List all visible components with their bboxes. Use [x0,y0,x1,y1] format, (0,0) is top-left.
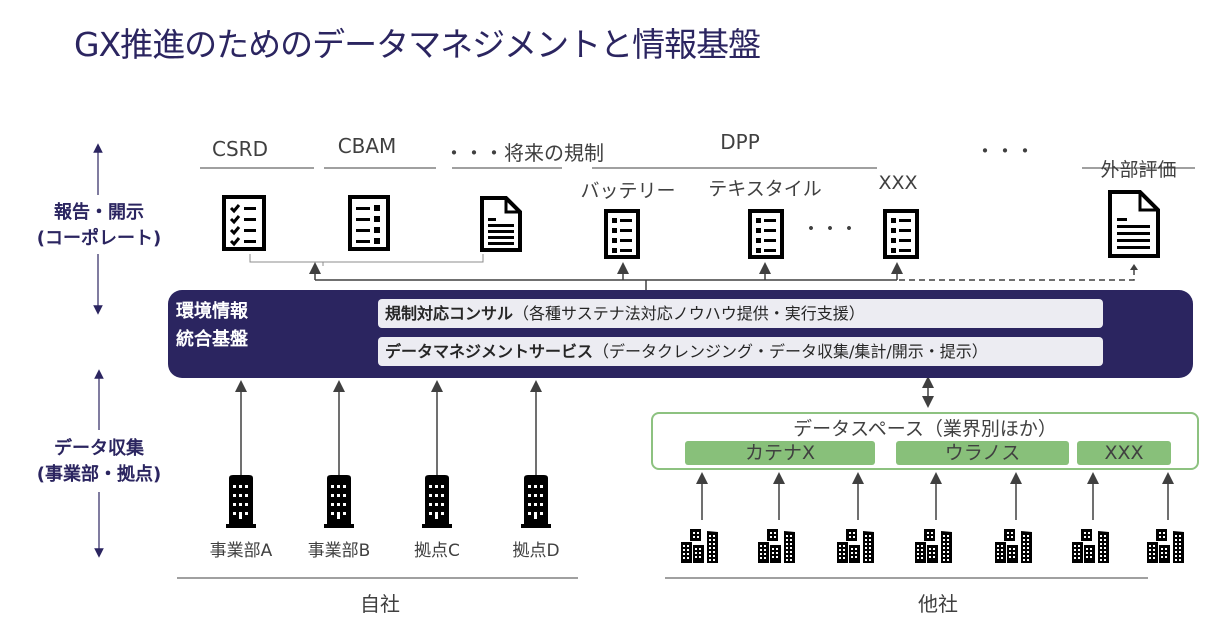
side-label-collection: データ収集 (事業部・拠点) [25,436,173,488]
own-site-label: 拠点C [414,541,460,561]
dpp-battery-label: バッテリー [580,180,676,202]
dataspace-ouranos: ウラノス [896,441,1069,465]
platform-name: 環境情報 統合基盤 [176,298,248,354]
company-buildings-icon [1072,529,1109,563]
service-detail: （データクレンジング・データ収集/集計/開示・提示） [593,342,988,361]
side-label-collection-line2: (事業部・拠点) [36,464,162,485]
dataspace-container [651,412,1199,470]
company-buildings-icon [758,529,795,563]
side-label-reporting-line1: 報告・開示 [54,202,144,223]
page-title: GX推進のためのデータマネジメントと情報基盤 [74,25,761,64]
dpp-ellipsis: ・・・ [801,218,859,240]
dataspace-catena-x: カテナX [685,441,875,465]
own-site-label: 事業部A [209,541,273,561]
service-regulatory-consulting: 規制対応コンサル（各種サステナ法対応ノウハウ提供・実行支援） [378,299,1103,328]
service-name: 規制対応コンサル [385,304,514,323]
checklist-document-icon [222,195,266,251]
xxx-list-document-icon [883,209,919,259]
more-regulations-ellipsis: ・・・ [975,139,1035,163]
side-label-collection-line1: データ収集 [54,438,144,459]
platform-name-line2: 統合基盤 [176,329,248,350]
company-buildings-icon [837,529,874,563]
dpp-textile-label: テキスタイル [708,178,822,200]
company-buildings-icon [995,529,1032,563]
company-buildings-icon [681,529,718,563]
regulation-future-label: ・・・将来の規制 [444,141,604,165]
service-detail: （各種サステナ法対応ノウハウ提供・実行支援） [513,304,865,323]
office-building-icon [521,475,551,528]
service-name: データマネジメントサービス [385,342,594,361]
list-document-icon [348,195,390,251]
office-building-icon [226,475,256,528]
dataspace-title: データスペース（業界別ほか） [793,418,1057,440]
service-data-management: データマネジメントサービス（データクレンジング・データ収集/集計/開示・提示） [378,337,1103,366]
side-label-reporting-line2: (コーポレート) [36,228,162,249]
dpp-label: DPP [720,130,760,154]
company-buildings-icon [915,529,952,563]
office-building-icon [422,475,452,528]
other-company-label: 他社 [918,592,958,616]
own-site-label: 事業部B [307,541,371,561]
platform-name-line1: 環境情報 [176,301,248,322]
dataspace-xxx: XXX [1077,441,1171,465]
regulation-bracket [249,254,484,263]
external-text-document-icon [1108,190,1160,258]
own-company-label: 自社 [360,592,400,616]
dpp-xxx-label: XXX [878,172,918,194]
text-document-icon [480,196,522,252]
company-buildings-icon [1147,529,1184,563]
regulation-cbam-label: CBAM [337,134,397,158]
side-label-reporting: 報告・開示 (コーポレート) [25,200,173,252]
external-evaluation-label: 外部評価 [1100,159,1177,181]
office-building-icon [324,475,354,528]
battery-list-document-icon [604,209,640,259]
own-site-label: 拠点D [512,541,560,561]
textile-list-document-icon [748,209,784,259]
regulation-csrd-label: CSRD [212,137,268,161]
